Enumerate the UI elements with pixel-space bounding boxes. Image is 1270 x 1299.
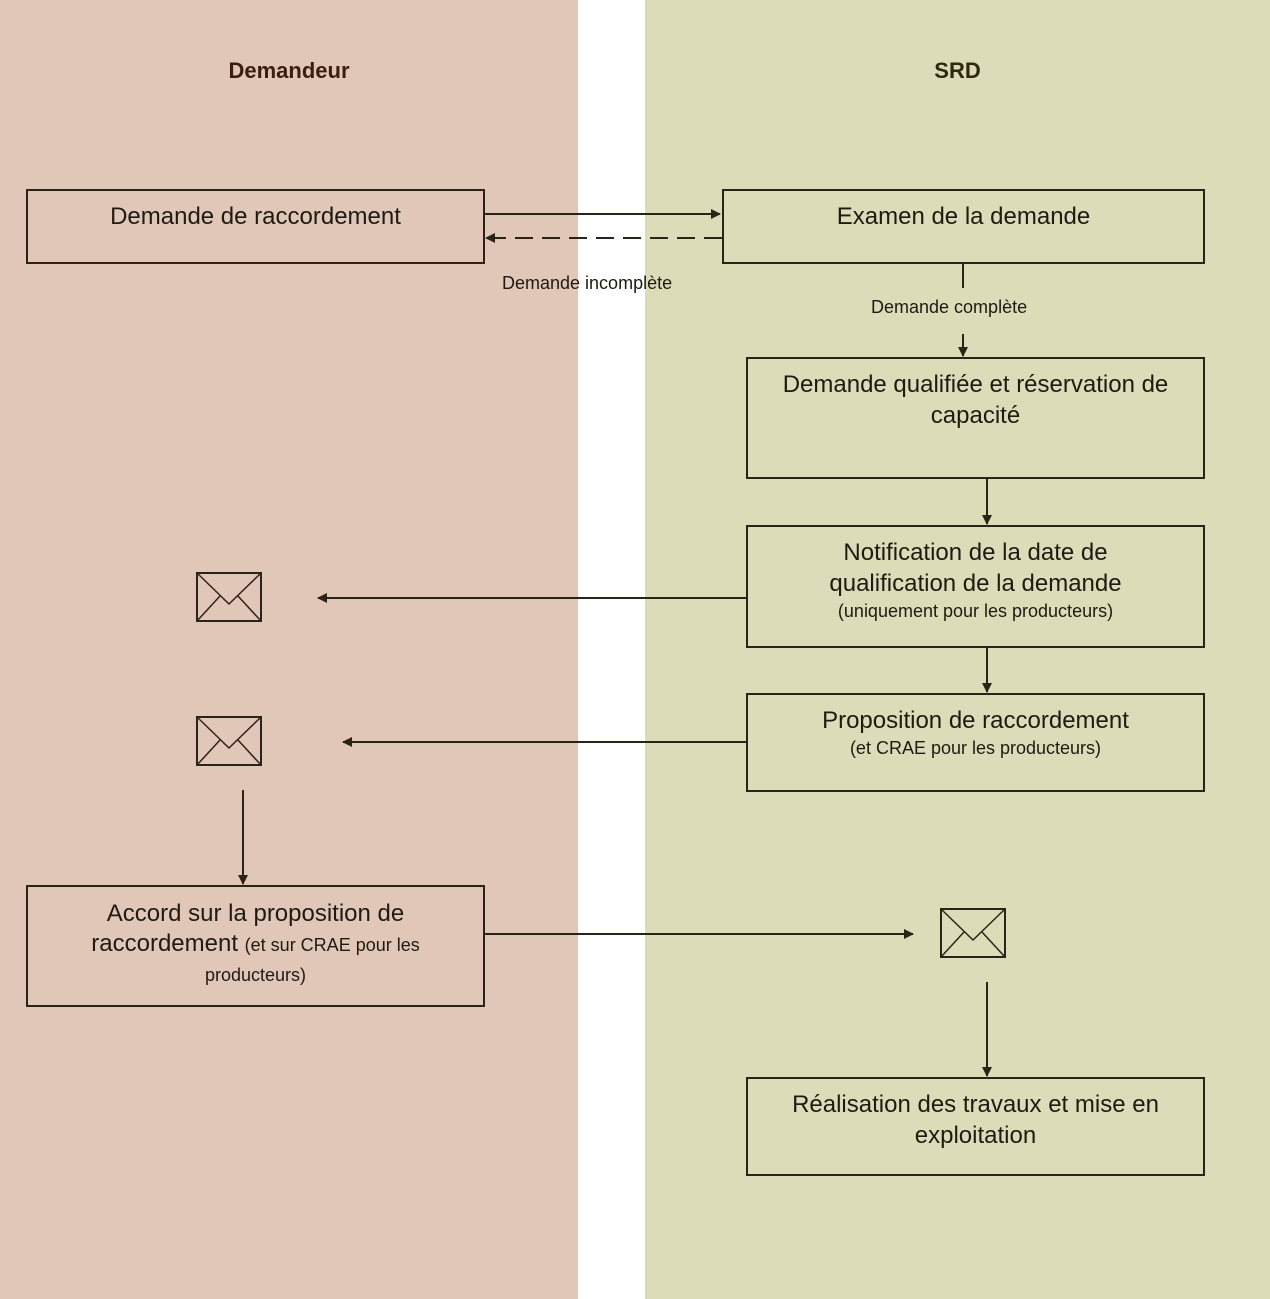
label-demande-incomplete: Demande incomplète <box>502 273 673 293</box>
label-demande-complete: Demande complète <box>871 297 1028 317</box>
box-proposition: Proposition de raccordement (et CRAE pou… <box>746 693 1205 792</box>
envelope-icon <box>940 908 1006 958</box>
lane-demandeur: Demandeur <box>0 0 578 1299</box>
box-notification-sublabel: (uniquement pour les producteurs) <box>837 601 1114 621</box>
box-accord-label: Accord sur la proposition de raccordemen… <box>91 900 405 957</box>
box-demande-raccordement: Demande de raccordement <box>26 189 485 264</box>
box-notification: Notification de la date de qualification… <box>746 525 1205 648</box>
box-qualifiee: Demande qualifiée et réservation de capa… <box>746 357 1205 479</box>
lane-title-demandeur: Demandeur <box>228 58 350 83</box>
envelope-icon <box>196 572 262 622</box>
box-notification-label: Notification de la date de qualification… <box>829 539 1122 597</box>
box-proposition-sublabel: (et CRAE pour les producteurs) <box>849 738 1102 758</box>
box-proposition-label: Proposition de raccordement <box>822 707 1129 734</box>
lane-srd: SRD <box>645 0 1270 1299</box>
envelope-icon <box>196 716 262 766</box>
box-accord-sublabel: (et sur CRAE pour les producteurs) <box>204 935 420 985</box>
box-realisation: Réalisation des travaux et mise en explo… <box>746 1077 1205 1176</box>
box-demande-raccordement-label: Demande de raccordement <box>110 203 401 230</box>
box-examen-label: Examen de la demande <box>836 203 1091 230</box>
box-qualifiee-label: Demande qualifiée et réservation de capa… <box>782 371 1169 429</box>
box-examen: Examen de la demande <box>722 189 1205 264</box>
box-accord: Accord sur la proposition de raccordemen… <box>26 885 485 1007</box>
box-realisation-label: Réalisation des travaux et mise en explo… <box>792 1091 1159 1149</box>
lane-title-srd: SRD <box>934 58 981 83</box>
